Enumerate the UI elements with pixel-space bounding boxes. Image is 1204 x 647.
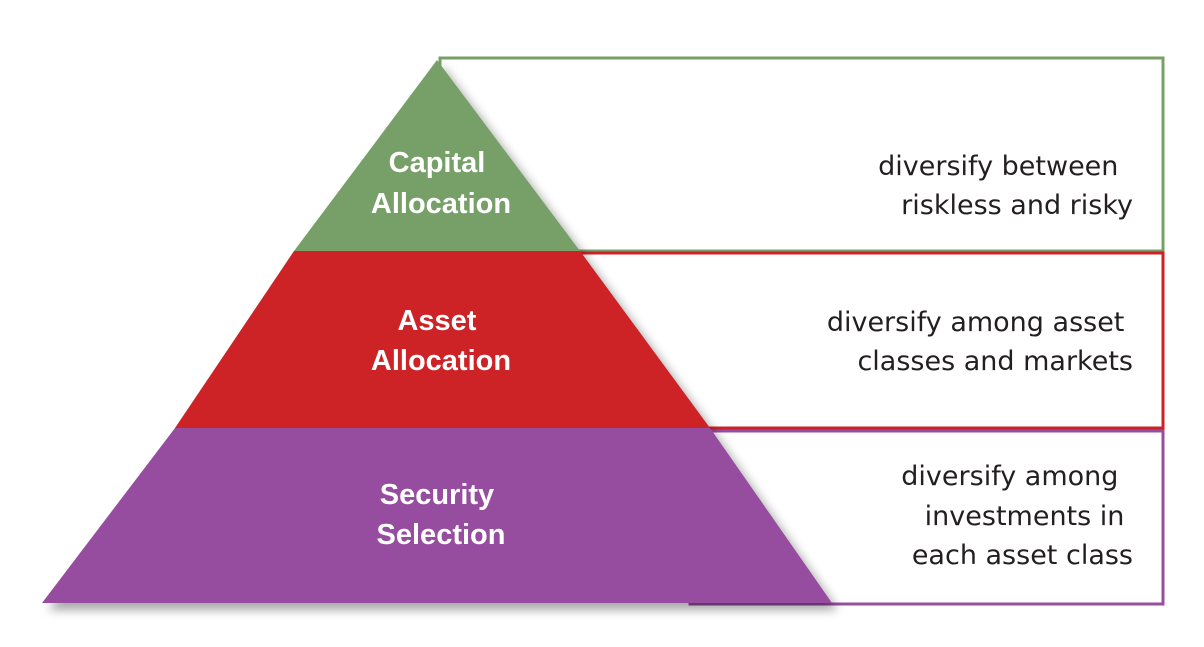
tier-labels: Capital Allocation Asset Allocation Secu… <box>371 147 511 551</box>
capital-allocation-box <box>438 56 1165 253</box>
asset-allocation-description-line: diversify among asset <box>827 307 1125 338</box>
asset-allocation-label-line: Allocation <box>371 345 511 377</box>
asset-allocation-description: diversify among asset classes and market… <box>827 307 1133 377</box>
security-selection-label-line: Security <box>380 479 494 511</box>
capital-allocation-label: Capital Allocation <box>371 147 511 220</box>
capital-allocation-label-line: Allocation <box>371 188 511 220</box>
asset-allocation-label-line: Asset <box>397 305 476 337</box>
security-selection-label: Security Selection <box>377 479 506 551</box>
security-selection-label-line: Selection <box>377 519 506 551</box>
capital-allocation-description-line: diversify between <box>878 151 1118 182</box>
asset-allocation-tier <box>175 251 710 428</box>
pyramid <box>42 60 832 603</box>
capital-allocation-description-line: riskless and risky <box>901 190 1133 221</box>
security-selection-description: diversify among investments in each asse… <box>901 461 1133 571</box>
asset-allocation-description-line: classes and markets <box>857 346 1133 377</box>
asset-allocation-label: Asset Allocation <box>371 305 511 377</box>
security-selection-description-line: diversify among <box>901 461 1118 492</box>
security-selection-tier <box>42 428 832 603</box>
tier-descriptions: diversify between riskless and risky div… <box>827 151 1133 571</box>
capital-allocation-tier <box>294 60 580 251</box>
capital-allocation-label-line: Capital <box>389 147 486 179</box>
security-selection-description-line: each asset class <box>912 540 1133 571</box>
security-selection-description-line: investments in <box>925 501 1125 532</box>
capital-allocation-description: diversify between riskless and risky <box>878 151 1133 221</box>
